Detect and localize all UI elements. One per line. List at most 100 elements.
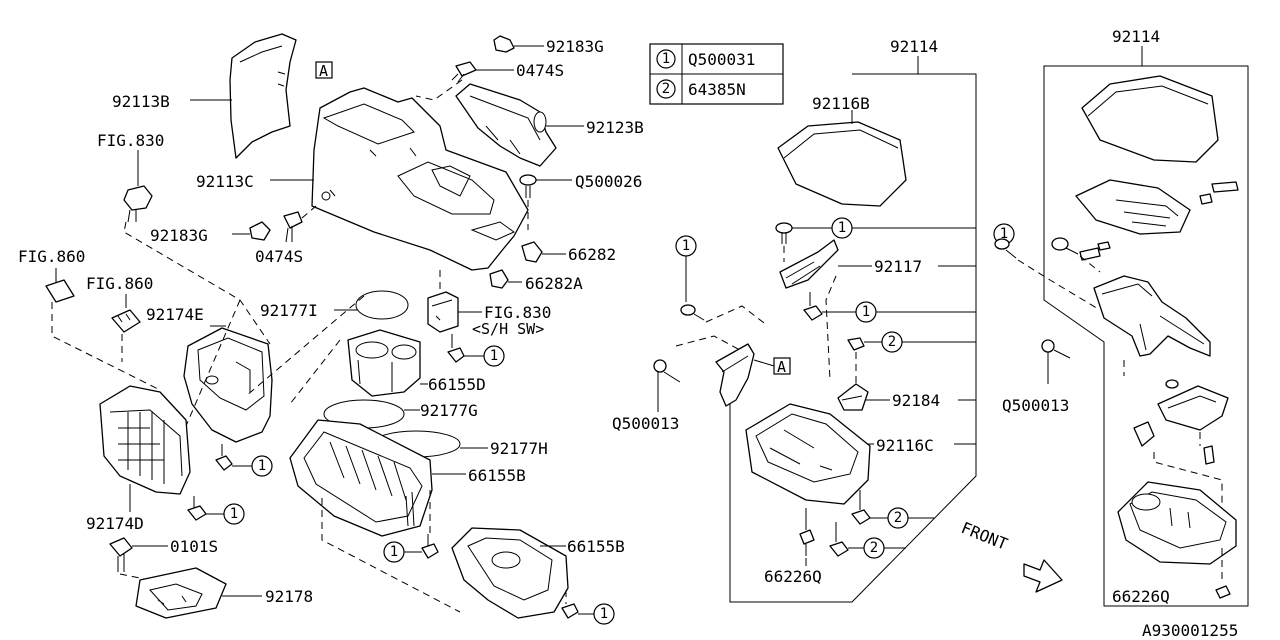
callout-1-tray-b: 1 <box>593 603 615 625</box>
screw-92174e-callout <box>215 444 252 471</box>
screw-tray-b-callout <box>561 603 594 619</box>
label-92114-mid: 92114 <box>890 37 938 56</box>
label-66282: 66282 <box>568 245 616 264</box>
label-fig830-b: FIG.830 <box>484 303 551 322</box>
label-92114-right: 92114 <box>1112 27 1160 46</box>
clip-right-d <box>1097 241 1111 251</box>
latch-right <box>1157 385 1229 431</box>
svg-text:1: 1 <box>682 238 690 254</box>
screw-right-c <box>1203 445 1215 465</box>
svg-text:1: 1 <box>230 506 238 522</box>
callout-1-92117-a: 1 <box>831 217 853 239</box>
clip-right-a <box>1211 181 1239 193</box>
hinge-mechanism-right <box>1093 275 1211 357</box>
legend-part-q500031: Q500031 <box>688 50 755 69</box>
svg-text:2: 2 <box>870 540 878 556</box>
label-92183g-mid: 92183G <box>150 226 208 245</box>
label-92178: 92178 <box>265 587 313 606</box>
screw-0474s-top <box>451 61 477 83</box>
lid-92116b <box>777 121 907 207</box>
label-92177i: 92177I <box>260 301 318 320</box>
ref-a-label-left: A <box>319 62 328 80</box>
legend-table: 1 2 Q500031 64385N <box>649 43 784 105</box>
svg-text:1: 1 <box>390 544 398 560</box>
label-front: FRONT <box>959 518 1011 554</box>
box-92116c <box>745 403 871 505</box>
bracket-92178 <box>135 567 227 619</box>
label-66155d: 66155D <box>428 375 486 394</box>
label-66155b-b: 66155B <box>567 537 625 556</box>
label-fig830-a: FIG.830 <box>97 131 164 150</box>
label-q500013-b: Q500013 <box>1002 396 1069 415</box>
screw-fig830-callout <box>447 334 484 363</box>
clip-66282 <box>521 241 543 263</box>
label-92117: 92117 <box>874 257 922 276</box>
callout-1-92174e: 1 <box>251 455 273 477</box>
connector-fig860-a <box>45 279 75 303</box>
bracket-92174d <box>99 385 191 495</box>
label-fig860-a: FIG.860 <box>18 247 85 266</box>
connector-fig860-b <box>111 309 141 333</box>
label-66282a: 66282A <box>525 274 583 293</box>
clip-66282a <box>489 269 509 289</box>
screw-callout-2-a <box>847 337 882 351</box>
label-92177h: 92177H <box>490 439 548 458</box>
callout-1-92117-b: 1 <box>855 301 877 323</box>
label-92116c: 92116C <box>876 436 934 455</box>
label-0474s-top: 0474S <box>516 61 564 80</box>
screw-left-a <box>680 304 705 321</box>
svg-text:2: 2 <box>894 510 902 526</box>
svg-text:1: 1 <box>838 220 846 236</box>
svg-text:1: 1 <box>862 304 870 320</box>
latch-clip-right <box>1133 421 1155 447</box>
tray-66155b-b <box>451 527 569 619</box>
screw-callout-2-b <box>851 490 888 525</box>
label-66226q-a: 66226Q <box>764 567 822 586</box>
bracket-left-mid <box>715 343 755 407</box>
console-body-92113c <box>311 87 529 271</box>
box-right-bottom <box>1117 481 1237 565</box>
svg-text:1: 1 <box>600 606 608 622</box>
clip-right-b <box>1199 193 1213 205</box>
label-92113c: 92113C <box>196 172 254 191</box>
svg-text:1: 1 <box>258 458 266 474</box>
tray-66155b-a <box>289 419 433 537</box>
label-66226q-b: 66226Q <box>1112 587 1170 606</box>
label-92174e: 92174E <box>146 305 204 324</box>
callout-1-left-a: 1 <box>675 235 697 257</box>
front-arrow-icon <box>1023 559 1063 593</box>
label-92113b: 92113B <box>112 92 170 111</box>
svg-text:2: 2 <box>662 81 670 97</box>
label-fig860-b: FIG.860 <box>86 274 153 293</box>
hinge-92117 <box>779 239 839 289</box>
callout-1-92174d: 1 <box>223 503 245 525</box>
bracket-92123b <box>455 83 557 167</box>
screw-66226q-b <box>1215 585 1231 599</box>
screw-66226q-a <box>799 508 815 556</box>
screw-92117-callout-b <box>803 292 856 321</box>
bracket-92174e <box>183 327 273 443</box>
screw-q500013-a <box>653 359 681 383</box>
label-0101s: 0101S <box>170 537 218 556</box>
ref-a-box-left <box>315 61 333 79</box>
label-sh-sw: <S/H SW> <box>472 320 544 338</box>
side-panel-92113b <box>229 33 297 159</box>
clip-92183g-top <box>493 35 515 53</box>
label-92183g-top: 92183G <box>546 37 604 56</box>
callout-2-b: 2 <box>887 507 909 529</box>
label-0474s-mid: 0474S <box>255 247 303 266</box>
label-92123b: 92123B <box>586 118 644 137</box>
label-q500013-a: Q500013 <box>612 414 679 433</box>
label-92184: 92184 <box>892 391 940 410</box>
callout-2-c: 2 <box>863 537 885 559</box>
callout-2-a: 2 <box>881 331 903 353</box>
label-q500026: Q500026 <box>575 172 642 191</box>
screw-right-a <box>994 238 1017 259</box>
diagram-id: A930001255 <box>1142 621 1238 640</box>
bolt-0101s <box>109 537 133 572</box>
cupholder-66155d <box>347 329 421 397</box>
lid-right <box>1081 75 1219 163</box>
label-92116b: 92116B <box>812 94 870 113</box>
legend-callout-1: 1 <box>656 49 676 69</box>
